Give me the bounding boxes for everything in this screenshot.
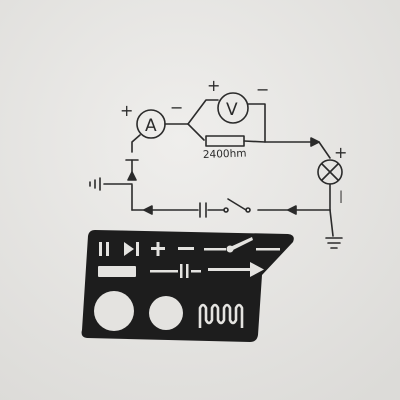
ground-left	[89, 177, 101, 191]
voltmeter-plus: +	[207, 76, 220, 95]
wire-down-to-lamp	[318, 141, 331, 159]
cutout-pause-bar-2	[106, 242, 109, 256]
resistor-label: 2400hm	[203, 147, 247, 161]
ammeter-minus: −	[170, 98, 183, 117]
cutout-plus-v	[156, 242, 160, 256]
cutout-arrow-shaft	[208, 268, 252, 271]
arrow-left-up	[127, 171, 137, 181]
voltmeter-label: V	[226, 100, 238, 120]
cutout-switch-wire-right	[256, 248, 280, 251]
lamp-plus: +	[334, 143, 347, 162]
wire-junction-to-resistor	[187, 123, 205, 141]
lamp-cross-2	[321, 163, 339, 181]
cutout-pause-bar-1	[99, 242, 102, 256]
arrow-top-right	[310, 137, 320, 147]
cutout-play	[124, 242, 134, 256]
cutout-minus	[178, 247, 194, 250]
circuit-diagram	[89, 92, 343, 249]
switch-blade	[227, 198, 247, 211]
cutout-capacitor-plate-1	[180, 264, 183, 278]
cutout-coil	[198, 303, 244, 328]
wire-junction-to-voltmeter	[187, 99, 219, 125]
ammeter-label: A	[145, 116, 157, 136]
wire-voltmeter-right	[247, 103, 266, 143]
wire-to-right-ground	[329, 209, 334, 237]
wire-resistor-right	[243, 140, 319, 143]
arrow-bottom-left	[143, 205, 153, 215]
cutout-resistor	[98, 266, 136, 277]
cutout-capacitor-wire-right	[191, 270, 201, 273]
lamp-minus: |	[339, 189, 343, 203]
cutout-circle-large	[94, 291, 134, 331]
cutout-switch-blade	[230, 237, 253, 251]
voltmeter-circle	[217, 92, 249, 124]
cutout-switch-wire-left	[204, 248, 226, 251]
voltmeter-minus: −	[256, 80, 269, 99]
cutout-arrow-head	[250, 262, 264, 277]
cutout-capacitor-wire-left	[150, 270, 178, 273]
ammeter-plus: +	[120, 101, 133, 120]
stencil-ruler	[81, 230, 294, 342]
voltmeter	[217, 92, 249, 124]
ground-right	[325, 237, 343, 249]
wire-ammeter-down	[131, 134, 141, 153]
cutout-play-bar	[136, 242, 139, 256]
stencil-cutouts	[94, 237, 280, 331]
cutout-capacitor-plate-2	[186, 264, 189, 278]
cutout-circle-small	[149, 296, 183, 330]
arrow-bottom-right	[287, 205, 297, 215]
